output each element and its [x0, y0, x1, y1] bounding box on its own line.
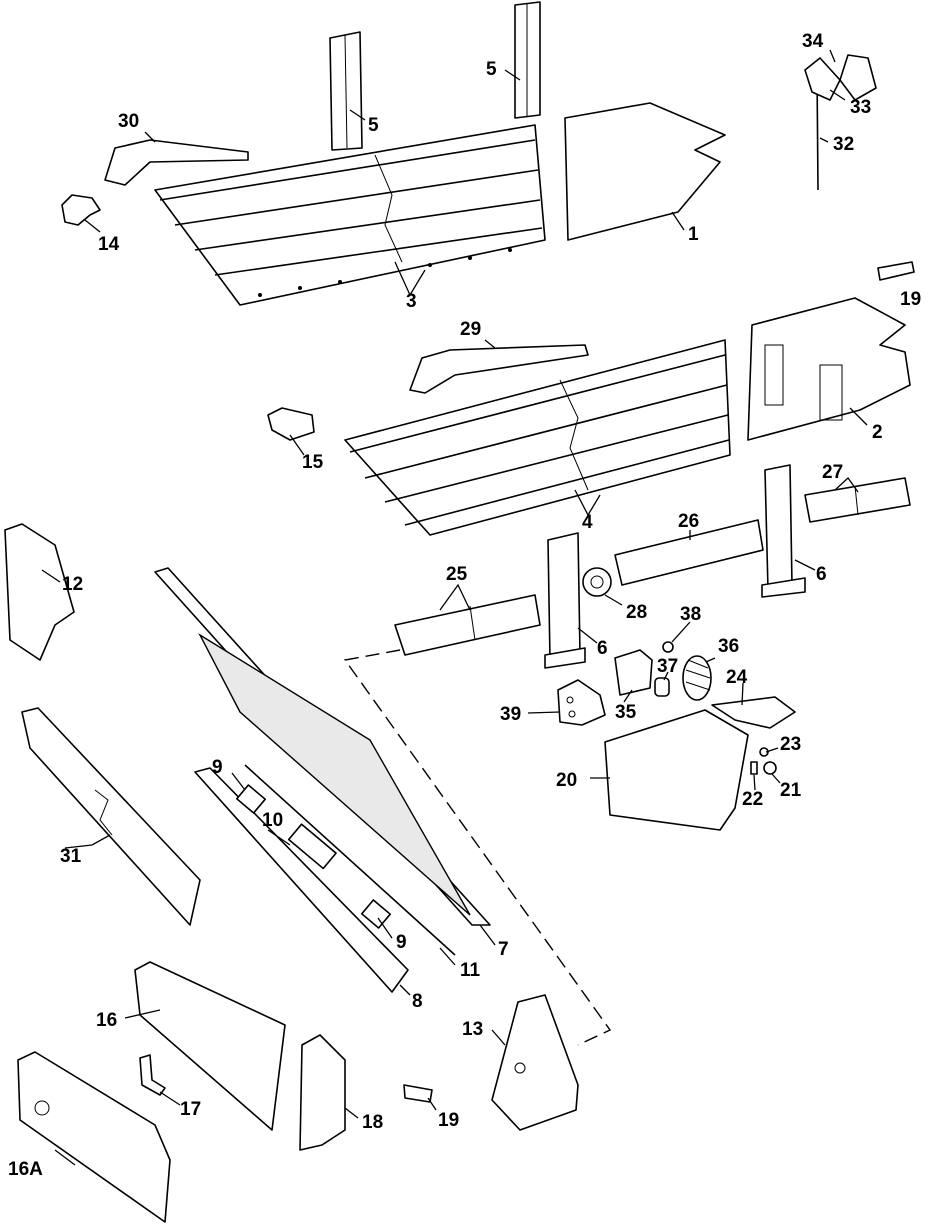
callout-23: 23 — [780, 734, 801, 755]
part-13-stand — [491, 994, 579, 1131]
part-20-shield — [604, 709, 749, 831]
callout-15: 15 — [302, 452, 324, 473]
callout-13: 13 — [462, 1019, 483, 1040]
callout-3: 3 — [406, 291, 417, 312]
callout-7: 7 — [498, 939, 509, 960]
part-16a-cover — [17, 1051, 171, 1223]
part-14-clip — [61, 194, 101, 226]
leader-lines — [41, 49, 868, 1166]
callout-30: 30 — [118, 111, 139, 132]
assembly-dash-line — [343, 649, 612, 1046]
callout-19-upper: 19 — [900, 289, 921, 310]
callout-25: 25 — [446, 564, 468, 585]
part-22-bolt — [750, 761, 758, 775]
part-27-roller — [804, 477, 911, 523]
part-21-washer — [763, 761, 777, 775]
part-4-lower-panel — [344, 339, 731, 536]
part-8-strip — [194, 767, 409, 993]
callout-33: 33 — [850, 97, 871, 118]
part-25-roller — [394, 594, 541, 656]
callout-labels: 1 2 3 4 5 5 6 6 7 8 9 9 10 11 12 13 14 1… — [8, 31, 921, 1180]
part-35-bracket — [614, 649, 653, 696]
part-28-bearing — [582, 567, 612, 597]
callout-16: 16 — [96, 1010, 117, 1031]
callout-27: 27 — [822, 462, 843, 483]
callout-37: 37 — [657, 656, 678, 677]
callout-5-right: 5 — [486, 59, 497, 80]
part-26-roller — [614, 519, 764, 586]
callout-34: 34 — [802, 31, 824, 52]
part-3-upper-panel — [154, 124, 546, 306]
callout-20: 20 — [556, 770, 577, 791]
part-30-bracket — [104, 139, 249, 186]
part-5-post-left — [329, 31, 363, 151]
callout-6-right: 6 — [816, 564, 827, 585]
part-10-plate — [287, 823, 337, 870]
part-17-bracket — [139, 1054, 166, 1096]
part-36-spring — [682, 655, 712, 701]
callout-35: 35 — [615, 702, 637, 723]
part-5-post-right — [514, 1, 541, 119]
part-19-lower-clip — [403, 1084, 433, 1103]
part-9-plate-upper — [235, 784, 267, 814]
callout-29: 29 — [460, 319, 481, 340]
callout-11: 11 — [460, 960, 481, 981]
callout-31: 31 — [60, 846, 82, 867]
part-12-stand — [4, 523, 75, 661]
callout-5-left: 5 — [368, 115, 379, 136]
callout-16a: 16A — [8, 1159, 43, 1180]
part-37-bushing — [654, 677, 670, 697]
callout-17: 17 — [180, 1099, 201, 1120]
part-2-end-plate — [747, 297, 911, 441]
callout-14: 14 — [98, 234, 120, 255]
callout-24: 24 — [726, 667, 748, 688]
callout-28: 28 — [626, 602, 647, 623]
part-18-box — [299, 1034, 346, 1151]
callout-22: 22 — [742, 789, 763, 810]
callout-19-lower: 19 — [438, 1110, 459, 1131]
part-15-clip — [267, 407, 315, 441]
callout-9-lower: 9 — [396, 932, 407, 953]
callout-1: 1 — [688, 224, 699, 245]
part-16-cover — [134, 961, 286, 1131]
callout-12: 12 — [62, 574, 83, 595]
part-32-rod-assembly — [804, 54, 877, 191]
part-1-end-plate — [564, 102, 726, 241]
callout-9-upper: 9 — [212, 757, 223, 778]
callout-32: 32 — [833, 134, 854, 155]
part-7-channel — [154, 567, 491, 926]
part-29-bracket — [409, 344, 589, 394]
part-31-angle — [21, 707, 201, 926]
part-24-plate — [711, 696, 796, 729]
part-39-plate — [557, 679, 606, 726]
callout-8: 8 — [412, 991, 423, 1012]
part-9-plate-lower — [360, 899, 392, 929]
callout-10: 10 — [262, 810, 283, 831]
callout-4: 4 — [582, 512, 593, 533]
part-19-upper-clip — [877, 261, 915, 281]
callout-18: 18 — [362, 1112, 383, 1133]
callout-21: 21 — [780, 780, 802, 801]
callout-6-left: 6 — [597, 638, 608, 659]
part-6-post-left — [544, 532, 586, 669]
callout-2: 2 — [872, 422, 883, 443]
callout-26: 26 — [678, 511, 699, 532]
part-38-nut — [662, 641, 674, 653]
callout-36: 36 — [718, 636, 739, 657]
part-11-rod — [244, 764, 456, 956]
part-6-post-right — [761, 464, 806, 598]
callout-38: 38 — [680, 604, 701, 625]
callout-39: 39 — [500, 704, 521, 725]
